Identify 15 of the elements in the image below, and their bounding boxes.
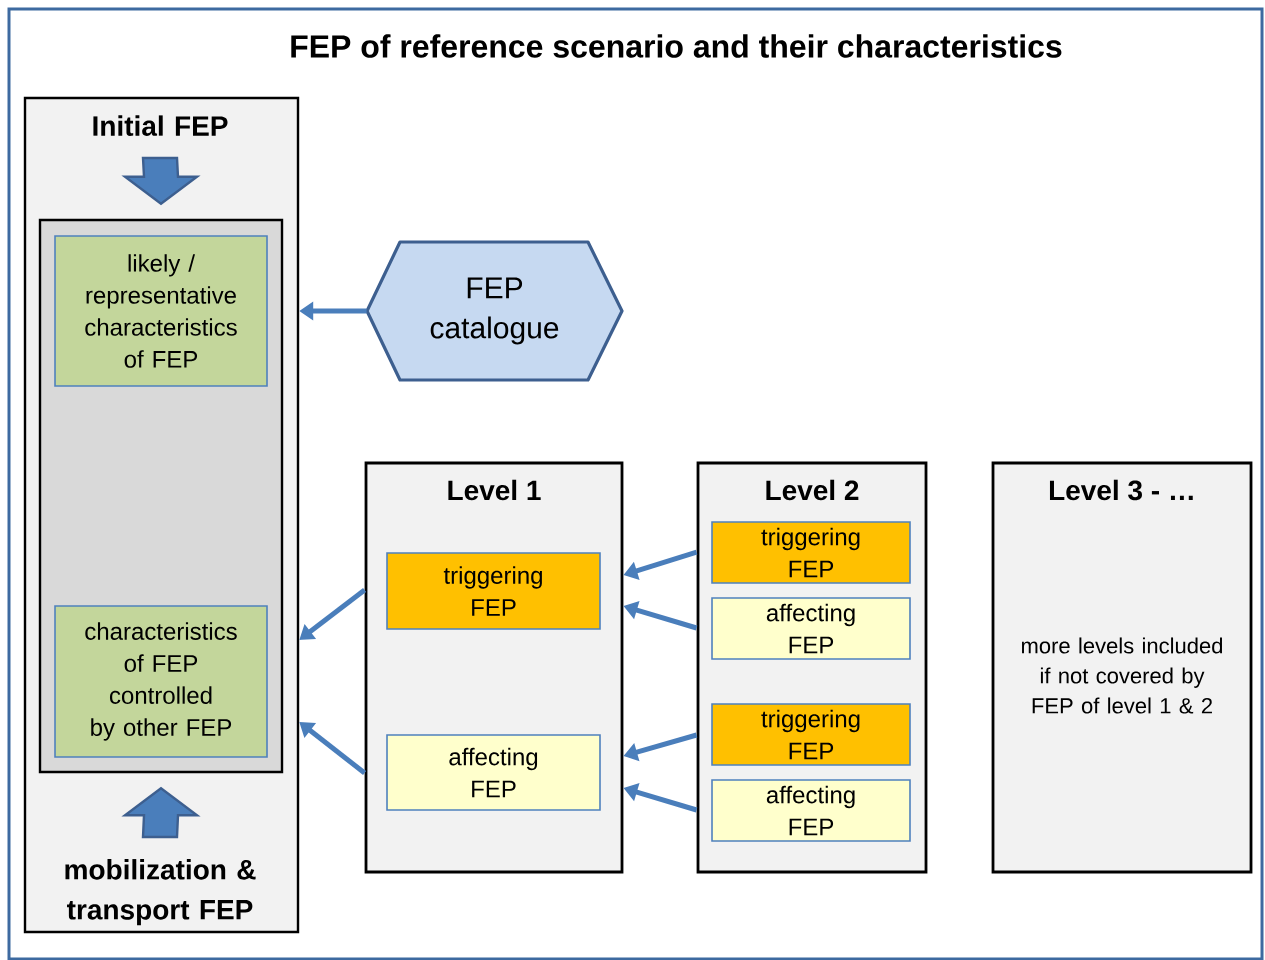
- block-arrow: [121, 786, 201, 839]
- title: FEP of reference scenario and their characteristics: [291, 34, 1062, 58]
- block-arrow: [121, 156, 201, 206]
- catalogue-hexagon: FEP catalogue: [365, 240, 624, 382]
- characteristics-box: likely / representative characteristics of FEP: [54, 235, 268, 387]
- fep-box: triggering FEP: [711, 703, 911, 766]
- fep-box: affecting FEP: [386, 734, 601, 811]
- characteristics-box: characteristics of FEP controlled by other FEP: [54, 605, 268, 758]
- fep-box: affecting FEP: [711, 597, 911, 660]
- heading: Initial FEP: [93, 115, 228, 136]
- fep-box: affecting FEP: [711, 779, 911, 842]
- fep-box: triggering FEP: [386, 552, 601, 630]
- heading: mobilization & transport FEP: [65, 859, 256, 926]
- level-panel: Level 3 - … more levels included if not covered by FEP of level 1 & 2: [991, 461, 1253, 874]
- fep-box: triggering FEP: [711, 521, 911, 584]
